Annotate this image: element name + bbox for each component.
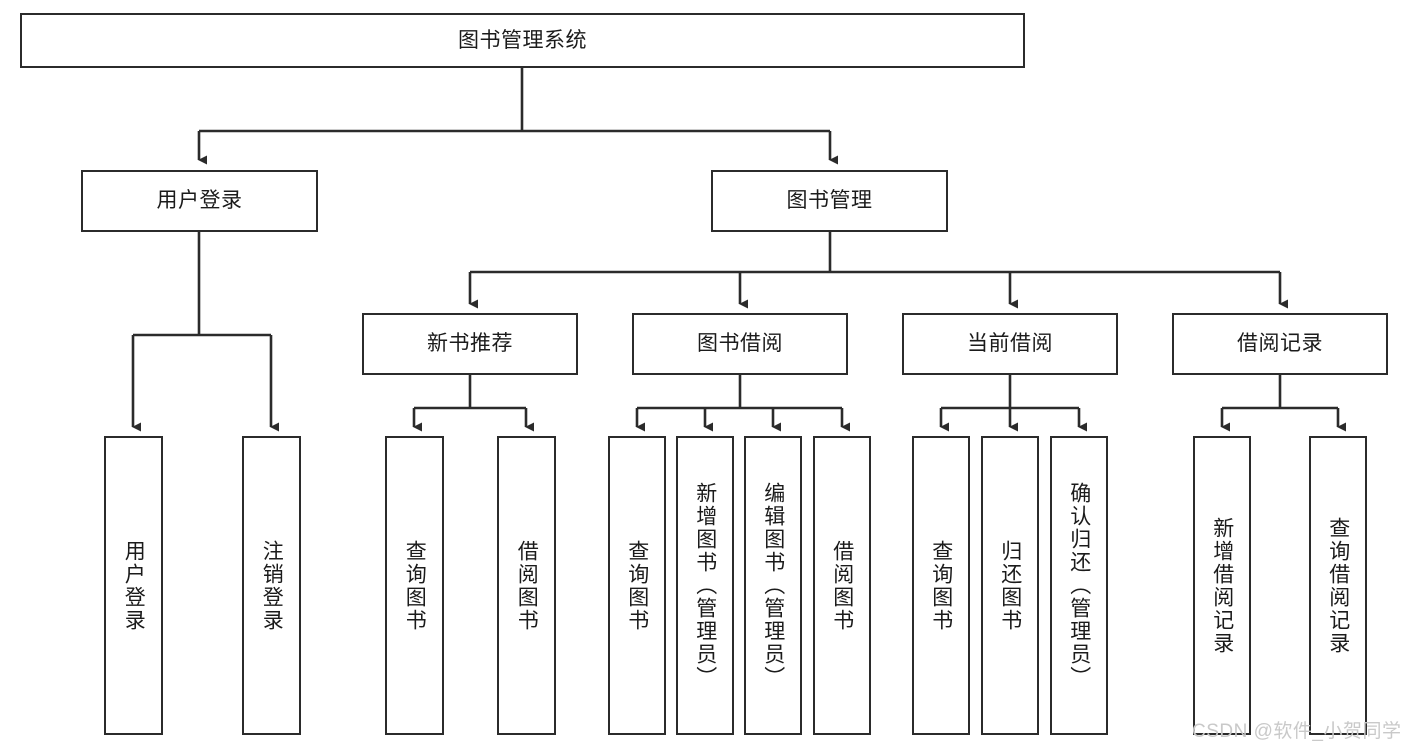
node-label: 编辑图书（管理员） [761,482,785,689]
node-label: 当前借阅 [967,332,1053,356]
node-borrow-record[interactable]: 借阅记录 [1172,313,1388,375]
connector-group-user-login [131,232,279,432]
connector-group-root [197,68,838,165]
node-label: 新增图书（管理员） [693,482,717,689]
node-label: 归还图书 [998,539,1022,632]
leaf-book-borrow-add[interactable]: 新增图书（管理员） [676,436,734,735]
node-label: 用户登录 [122,539,146,632]
leaf-user-login-login[interactable]: 用户登录 [104,436,163,735]
leaf-current-borrow-return[interactable]: 归还图书 [981,436,1039,735]
leaf-user-login-logout[interactable]: 注销登录 [242,436,301,735]
node-label: 查询借阅记录 [1326,516,1350,655]
leaf-new-book-query[interactable]: 查询图书 [385,436,444,735]
node-user-login[interactable]: 用户登录 [81,170,318,232]
node-label: 图书借阅 [697,332,783,356]
node-label: 借阅图书 [515,539,539,632]
node-label: 图书管理系统 [458,28,587,52]
leaf-new-book-borrow[interactable]: 借阅图书 [497,436,556,735]
node-label: 注销登录 [260,539,284,632]
leaf-borrow-record-query[interactable]: 查询借阅记录 [1309,436,1367,735]
node-label: 查询图书 [929,539,953,632]
connector-group-new-book [412,375,534,432]
node-label: 查询图书 [403,539,427,632]
leaf-book-borrow-borrow[interactable]: 借阅图书 [813,436,871,735]
connector-group-borrow-record [1220,375,1346,432]
node-label: 确认归还（管理员） [1067,482,1091,689]
node-new-book-recommend[interactable]: 新书推荐 [362,313,578,375]
node-label: 新书推荐 [427,332,513,356]
connector-group-book-borrow [635,375,850,432]
node-label: 借阅图书 [830,539,854,632]
node-label: 新增借阅记录 [1210,516,1234,655]
node-label: 查询图书 [625,539,649,632]
leaf-borrow-record-add[interactable]: 新增借阅记录 [1193,436,1251,735]
node-book-borrow[interactable]: 图书借阅 [632,313,848,375]
leaf-current-borrow-query[interactable]: 查询图书 [912,436,970,735]
node-label: 借阅记录 [1237,332,1323,356]
node-label: 用户登录 [156,189,243,213]
node-current-borrow[interactable]: 当前借阅 [902,313,1118,375]
node-root-system[interactable]: 图书管理系统 [20,13,1025,68]
node-book-management[interactable]: 图书管理 [711,170,948,232]
leaf-current-borrow-confirm-return[interactable]: 确认归还（管理员） [1050,436,1108,735]
leaf-book-borrow-edit[interactable]: 编辑图书（管理员） [744,436,802,735]
node-label: 图书管理 [786,189,873,213]
connector-group-book-manage [468,232,1288,309]
connector-group-current-borrow [939,375,1087,432]
leaf-book-borrow-query[interactable]: 查询图书 [608,436,666,735]
